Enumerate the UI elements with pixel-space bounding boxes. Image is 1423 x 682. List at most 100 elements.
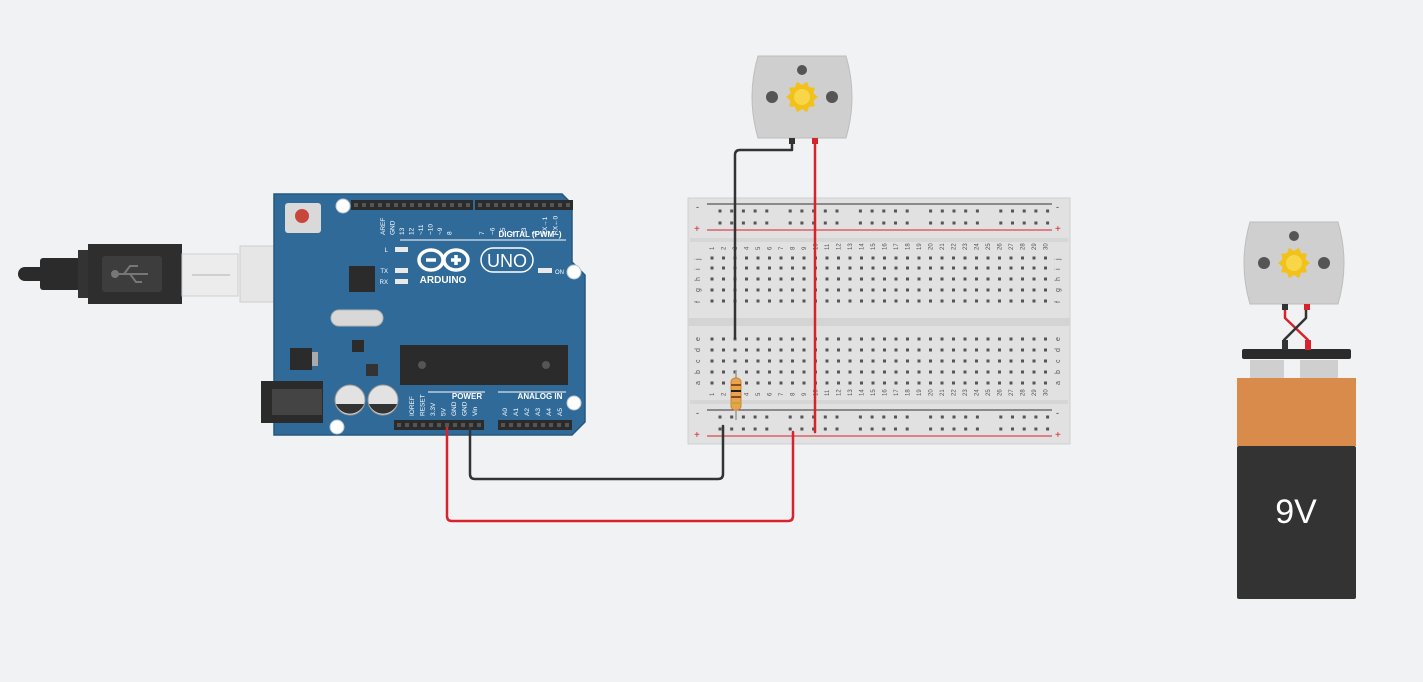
row-letter: a [695,381,702,385]
column-number: 18 [906,389,912,396]
arduino-brand-text: ARDUINO [420,275,467,286]
column-number: 23 [963,389,969,396]
column-number: 27 [1009,243,1015,250]
uno-badge: UNO [480,247,534,273]
column-number: 23 [963,243,969,250]
rail-plus-bottom-right: + [1055,430,1061,441]
column-number: 17 [894,389,900,396]
led-tx [395,268,408,273]
column-number: 7 [779,246,785,250]
analog-header[interactable] [498,420,572,430]
column-number: 9 [802,246,808,250]
pin-label: Vin [472,406,479,416]
row-letter: c [1055,359,1062,363]
pin-label: ~3 [521,227,528,235]
row-letter: h [695,277,702,281]
column-number: 27 [1009,389,1015,396]
pin-label: 8 [447,231,454,235]
row-letter: f [1055,301,1062,303]
rail-plus-bottom-left: + [694,430,700,441]
column-number: 22 [952,389,958,396]
led-label: RX [380,280,388,286]
digital-header-2[interactable] [475,200,573,210]
column-number: 16 [883,243,889,250]
on-label: ON [555,270,564,276]
pin-label: GND [451,401,458,416]
atmega-chip [400,345,568,385]
row-letter: f [695,301,702,303]
column-number: 5 [756,246,762,250]
column-number: 10 [814,389,820,396]
column-number: 8 [791,246,797,250]
column-number: 20 [929,389,935,396]
battery-label: 9V [1275,493,1317,531]
column-number: 28 [1021,389,1027,396]
wire-black-motor-to-breadboard[interactable] [733,140,794,340]
column-number: 28 [1021,243,1027,250]
rail-minus-top-left: - [696,202,699,212]
row-letter: e [695,337,702,341]
power-jack[interactable] [261,381,323,423]
dc-motor-2[interactable] [1243,221,1345,310]
row-letter: j [695,258,702,261]
usb-icon [111,265,148,283]
pin-label: ~6 [490,227,497,235]
row-letter: b [1055,370,1062,374]
led-rx [395,279,408,284]
column-number: 4 [745,246,751,250]
column-number: 9 [802,392,808,396]
gear-icon [1278,247,1310,279]
pin-label: ~9 [437,227,444,235]
column-number: 15 [871,389,877,396]
power-label: POWER [452,392,482,401]
column-number: 25 [986,389,992,396]
pin-label: RESET [420,394,427,416]
dc-motor-1[interactable] [751,55,853,144]
wire-red-5v-to-rail[interactable] [445,426,795,523]
led-label: L [385,248,389,254]
row-letter: g [1055,288,1062,292]
pin-label: 12 [409,227,416,235]
row-letter: a [1055,381,1062,385]
row-letter: c [695,359,702,363]
column-number: 12 [837,243,843,250]
rail-minus-top-right: - [1056,202,1059,212]
breadboard[interactable]: - - + + - - + + 112233445566778899101011… [687,197,1071,445]
column-number: 21 [940,389,946,396]
column-number: 15 [871,243,877,250]
pin-label: 5V [441,407,448,416]
reset-button[interactable] [285,203,321,233]
column-number: 24 [975,389,981,396]
pin-label: A5 [557,408,564,416]
power-header[interactable] [394,420,484,430]
column-number: 12 [837,389,843,396]
digital-header-1[interactable] [351,200,473,210]
row-letter: e [1055,337,1062,341]
pin-label: ~11 [418,224,425,235]
pin-label: GND [462,401,469,416]
column-number: 1 [710,392,716,396]
column-number: 30 [1044,389,1050,396]
wire-black-gnd-to-resistor[interactable] [468,424,725,481]
pin-label: TX→1 [542,216,549,235]
pin-label: A1 [513,408,520,416]
row-letter: i [1055,268,1062,270]
pin-label: ~10 [428,224,435,235]
column-number: 19 [917,243,923,250]
column-number: 16 [883,389,889,396]
pin-label: RX←0 [553,215,560,235]
column-number: 19 [917,389,923,396]
column-number: 11 [825,389,831,396]
column-number: 2 [722,392,728,396]
battery-9v[interactable]: 9V [1237,340,1356,599]
column-number: 18 [906,243,912,250]
column-number: 13 [848,243,854,250]
arduino-infinity-logo [417,248,470,272]
pin-label: AREF [380,218,387,235]
column-number: 17 [894,243,900,250]
resistor[interactable] [730,370,742,420]
column-number: 8 [791,392,797,396]
wires[interactable] [445,140,1310,523]
